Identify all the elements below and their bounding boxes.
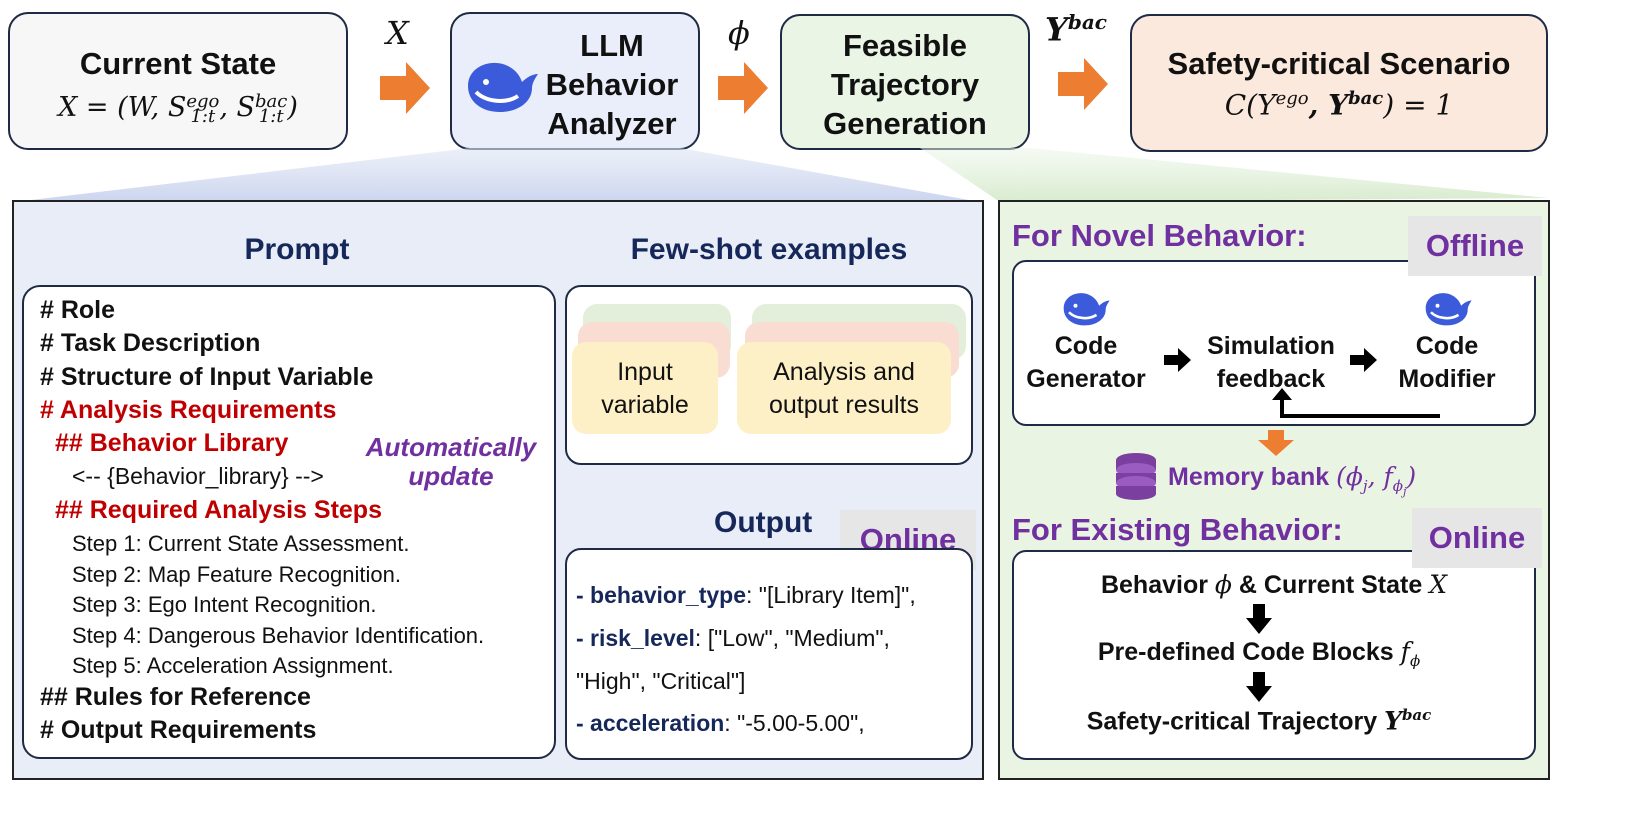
prompt-analysis: # Analysis Requirements [40,396,337,424]
behavior-state-line: Behavior ϕ & Current State X [1100,570,1448,599]
simulation-feedback-label: Simulation feedback [1207,332,1335,393]
prompt-box [22,285,556,759]
arrow-sim-to-mod-icon [1350,348,1377,372]
prompt-rules: ## Rules for Reference [40,683,311,711]
prompt-library-placeholder: <-- {Behavior_library} --> [72,463,324,489]
arrow1-label: X [386,14,409,52]
prompt-step4: Step 4: Dangerous Behavior Identificatio… [72,623,485,648]
code-blocks-line: Pre-defined Code Blocks fϕ [1097,637,1421,670]
prompt-step2: Step 2: Map Feature Recognition. [72,562,401,587]
output-acceleration: - acceleration: "-5.00-5.00", [576,710,865,736]
connector-shapes [14,148,1548,202]
existing-behavior-title: For Existing Behavior: [1012,512,1343,547]
arrow2-icon [718,62,768,114]
memory-bank-label: Memory bank (ϕj, fϕj) [1168,462,1417,498]
existing-online-tag: Online [1412,508,1542,568]
trajectory-generation-box: Feasible Trajectory Generation [780,14,1030,150]
prompt-task: # Task Description [40,329,261,357]
code-modifier-label: Code Modifier [1398,332,1496,393]
prompt-step1: Step 1: Current State Assessment. [72,531,410,556]
novel-behavior-title: For Novel Behavior: [1012,218,1307,253]
prompt-role: # Role [40,296,116,324]
prompt-output-req: # Output Requirements [40,716,317,744]
arrow1-icon [380,62,430,114]
offline-tag-overlay: Offline [1408,216,1542,276]
prompt-step5: Step 5: Acceleration Assignment. [72,653,394,678]
few-shot-title: Few-shot examples [630,233,908,266]
current-state-title: Current State [79,46,277,81]
feedback-loop-arrow-icon [1272,388,1440,418]
arrow3-icon [1058,58,1108,110]
database-icon [1116,453,1156,500]
few-shot-card-analysis: Analysis and output results [737,342,951,434]
prompt-library: ## Behavior Library [55,429,289,457]
code-modifier-whale-icon [1425,293,1472,326]
prompt-step3: Step 3: Ego Intent Recognition. [72,592,377,617]
arrow-to-memory-icon [1258,430,1294,456]
output-risk-level: - risk_level: ["Low", "Medium", [576,625,890,651]
auto-update-label: Automatically update [365,432,537,491]
whale-icon [468,62,538,112]
arrow3-label: Ybac [1045,10,1107,49]
prompt-title: Prompt [244,233,350,266]
existing-behavior-box [1012,550,1536,760]
prompt-required-steps: ## Required Analysis Steps [55,496,382,524]
llm-analyzer-box: LLM Behavior Analyzer [450,12,700,150]
output-title: Output [714,506,813,539]
llm-line2: Behavior [545,67,679,102]
arrow-down1-icon [1246,604,1272,634]
few-shot-card-input: Input variable [572,342,718,434]
safety-trajectory-line: Safety-critical Trajectory Ybac [1086,706,1432,736]
arrow-gen-to-sim-icon [1164,348,1191,372]
prompt-structure: # Structure of Input Variable [40,363,374,391]
traj-line2: Trajectory [830,67,980,102]
scenario-formula: C(Yego, Ybac) = 1 [1224,88,1454,122]
code-generator-label: Code Generator [1026,332,1146,393]
output-box [565,548,973,760]
output-risk-level-cont: "High", "Critical"] [576,668,746,694]
arrow-down2-icon [1246,672,1272,702]
llm-line3: Analyzer [547,106,677,141]
output-behavior-type: - behavior_type: "[Library Item]", [576,582,916,608]
code-generator-whale-icon [1063,293,1110,326]
scenario-title: Safety-critical Scenario [1167,46,1511,81]
traj-line1: Feasible [842,28,968,63]
traj-line3: Generation [823,106,987,141]
llm-line1: LLM [580,28,644,63]
scenario-box: Safety-critical Scenario C(Yego, Ybac) =… [1130,14,1548,152]
arrow2-label: ϕ [728,14,750,52]
